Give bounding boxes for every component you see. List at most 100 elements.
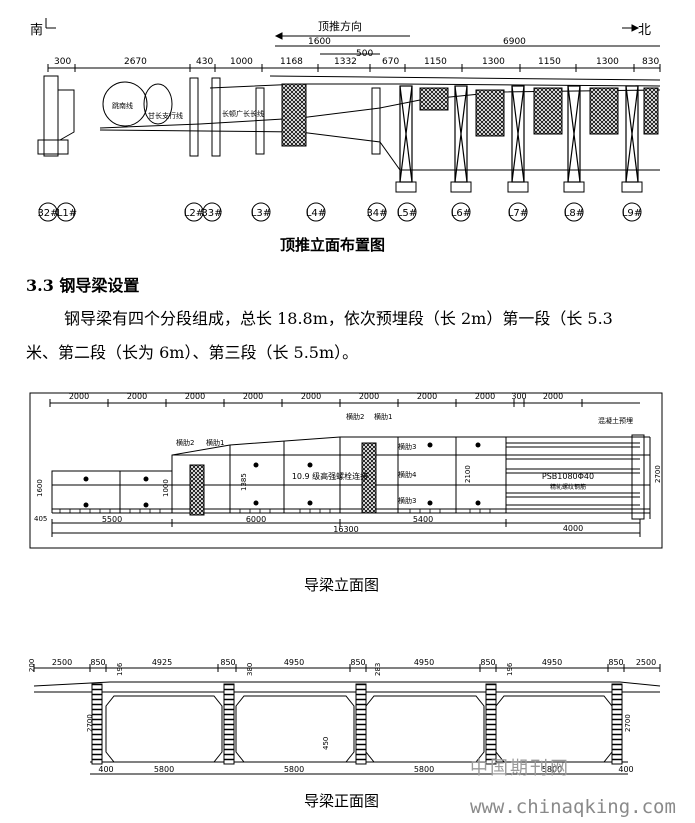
joint-label: 横肋4: [398, 470, 417, 479]
joint-label: 横肋3: [398, 496, 416, 505]
left-dim: 405: [34, 515, 47, 523]
dim: 1300: [482, 57, 505, 67]
dim: 2670: [124, 57, 147, 67]
inner-label: 甘长支行线: [148, 111, 183, 120]
top-dim: 2000: [243, 392, 263, 401]
pier-label: L8#: [564, 208, 584, 219]
inner-label: 跳南线: [112, 101, 133, 110]
top-dim-6900: 6900: [503, 37, 526, 47]
front-side-dim: 2700: [624, 714, 632, 732]
top-dim: 2000: [69, 392, 89, 401]
dim: 1150: [424, 57, 447, 67]
height-dim: 1385: [240, 473, 248, 491]
top-dim: 2000: [127, 392, 147, 401]
height-dim: 2700: [654, 465, 662, 483]
figure-caption-guide-beam-front: 导梁正面图: [304, 792, 380, 810]
pier-label: L1#: [57, 208, 77, 219]
joint-label: 横肋3: [398, 442, 416, 451]
front-side-dim: 2700: [86, 714, 94, 732]
height-dim: 1000: [162, 479, 170, 497]
left-dim: 1600: [36, 479, 44, 497]
front-top-dim: 2500: [52, 658, 72, 667]
guide-beam-elevation-drawing: 2000 2000 2000 2000 2000 2000 2000 2000 …: [29, 392, 663, 549]
top-dim: 2000: [543, 392, 563, 401]
push-direction-label: 顶推方向: [318, 19, 362, 33]
watermark-url: www.chinaqking.com: [470, 796, 676, 818]
south-label: 南: [30, 22, 43, 38]
top-dim: 2000: [475, 392, 495, 401]
dim: 1300: [596, 57, 619, 67]
front-top-dim: 850: [220, 658, 235, 667]
top-dim: 300: [511, 392, 526, 401]
front-bottom-dim: 5800: [414, 765, 434, 774]
top-dim: 2000: [359, 392, 379, 401]
front-small-dim: 283: [374, 663, 382, 676]
figure-caption-guide-beam-elevation: 导梁立面图: [304, 576, 380, 594]
front-top-dim: 850: [480, 658, 495, 667]
bolt-rod-label: PSB1080Φ40: [542, 472, 594, 481]
dim: 1168: [280, 57, 303, 67]
dim: 1000: [230, 57, 253, 67]
inner-label: 长顿广长长线: [222, 109, 264, 118]
front-small-dim: 196: [506, 662, 514, 676]
top-dim-500: 500: [356, 49, 373, 59]
front-bottom-dim: 400: [618, 765, 633, 774]
top-dim-1600: 1600: [308, 37, 331, 47]
push-elevation-drawing: 南 北 顶推方向 1600 500 6900 300 2670 430 1000…: [30, 18, 661, 222]
front-top-dim: 850: [350, 658, 365, 667]
pier-label: L4#: [306, 208, 326, 219]
bottom-dim: 4000: [563, 524, 583, 533]
guide-beam-front-drawing: 2500 850 4925 850 4950 850 4950 850 4950…: [28, 658, 661, 775]
joint-label: 横肋1: [206, 438, 224, 447]
dim: 430: [196, 57, 213, 67]
front-bottom-dim: 5800: [284, 765, 304, 774]
front-top-dim: 4950: [414, 658, 434, 667]
bottom-dim: 6000: [246, 515, 266, 524]
pier-label: L2#: [184, 208, 204, 219]
top-dim: 2000: [301, 392, 321, 401]
section-heading: 3.3 钢导梁设置: [26, 276, 140, 295]
front-top-dim: 4925: [152, 658, 172, 667]
paragraph-line-2: 米、第二段（长为 6m）、第三段（长 5.5m）。: [26, 343, 359, 362]
paragraph-line-1: 钢导梁有四个分段组成，总长 18.8m，依次预埋段（长 2m）第一段（长 5.3: [64, 309, 613, 328]
anchor-label: 混凝土预埋: [598, 416, 633, 425]
dim: 670: [382, 57, 399, 67]
pier-label: L5#: [397, 208, 417, 219]
dim: 300: [54, 57, 71, 67]
front-small-dim: 196: [116, 662, 124, 676]
pier-label: 32#: [37, 208, 58, 219]
total-dim: 16300: [333, 525, 358, 534]
pier-label: 33#: [201, 208, 222, 219]
bolt-rod-sublabel: 精轧螺纹钢筋: [550, 483, 586, 491]
front-top-dim: 2500: [636, 658, 656, 667]
watermark-cn: 中国期刊网: [470, 758, 570, 779]
front-small-dim: 380: [246, 663, 254, 676]
joint-label: 横肋2: [346, 412, 364, 421]
front-top-dim: 4950: [284, 658, 304, 667]
dim: 1150: [538, 57, 561, 67]
front-top-dim: 850: [90, 658, 105, 667]
dim: 1332: [334, 57, 357, 67]
joint-label: 横肋2: [176, 438, 194, 447]
pier-label: L9#: [622, 208, 642, 219]
front-dim-200: 200: [28, 659, 36, 672]
pier-label: L7#: [508, 208, 528, 219]
joint-label: 横肋1: [374, 412, 392, 421]
front-top-dim: 4950: [542, 658, 562, 667]
pier-label: 34#: [366, 208, 387, 219]
bolt-text: 10.9 级高强螺栓连接: [292, 471, 368, 481]
figure-caption-push-elevation: 顶推立面布置图: [280, 236, 386, 254]
front-side-dim: 450: [322, 737, 330, 750]
pier-label: L6#: [451, 208, 471, 219]
front-bottom-dim: 5800: [542, 765, 562, 774]
pier-label: L3#: [251, 208, 271, 219]
top-dim: 2000: [417, 392, 437, 401]
dim: 830: [642, 57, 659, 67]
top-dim: 2000: [185, 392, 205, 401]
bottom-dim: 5500: [102, 515, 122, 524]
bottom-dim: 5400: [413, 515, 433, 524]
height-dim: 2100: [464, 465, 472, 483]
front-top-dim: 850: [608, 658, 623, 667]
front-bottom-dim: 5800: [154, 765, 174, 774]
front-bottom-dim: 400: [98, 765, 113, 774]
